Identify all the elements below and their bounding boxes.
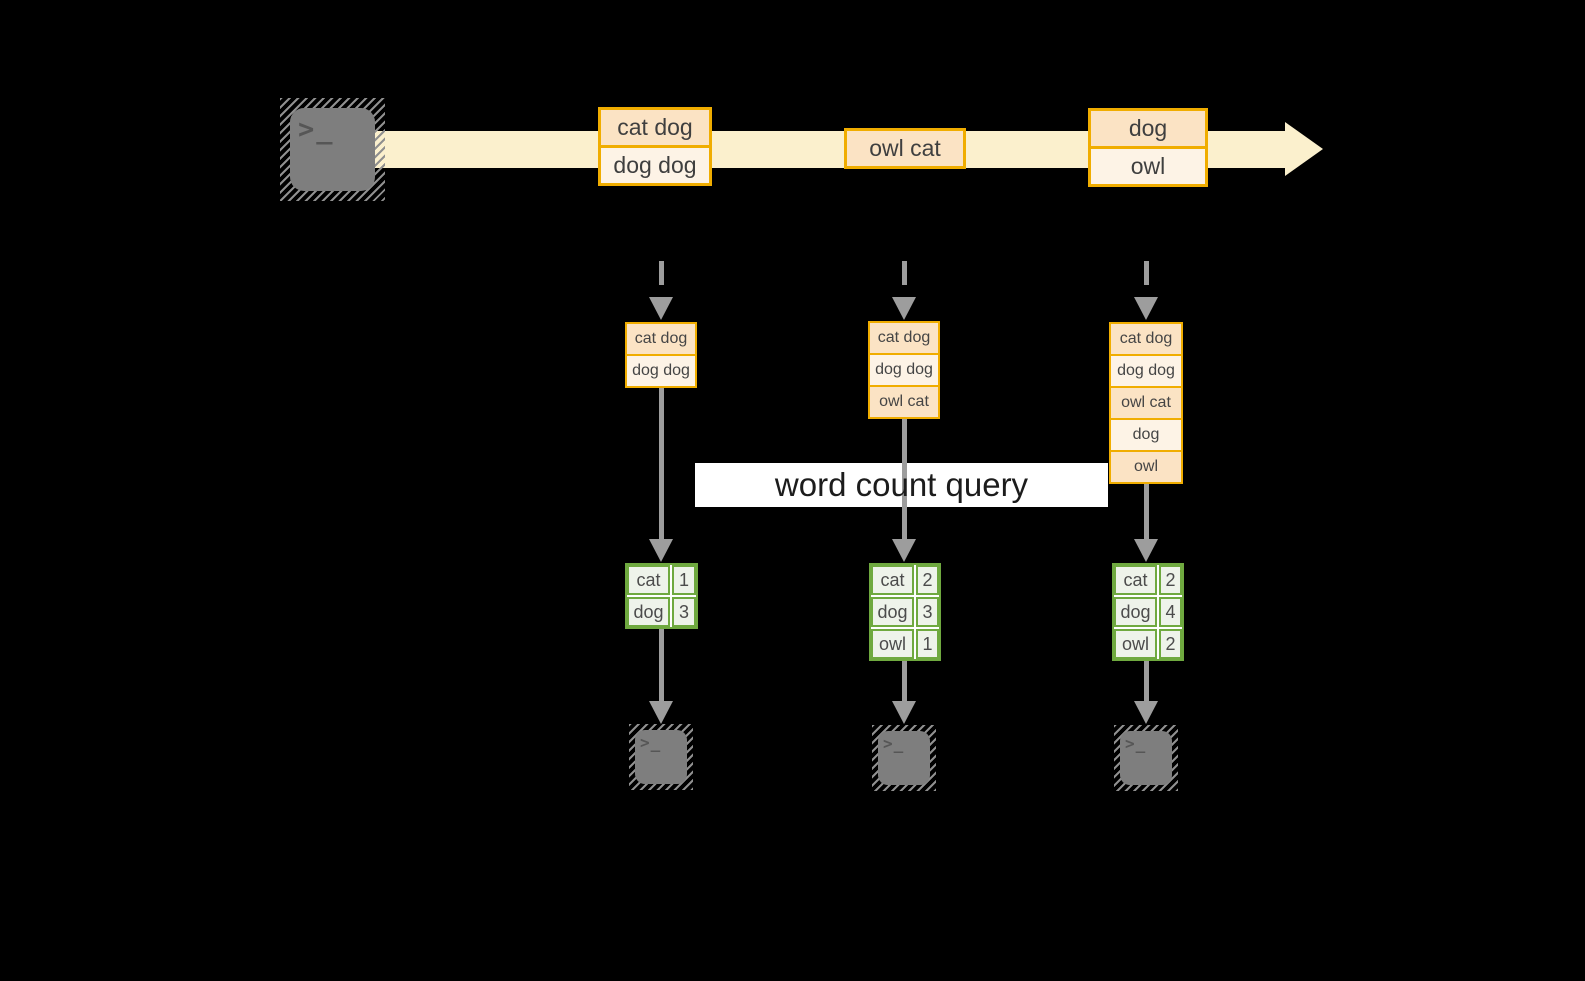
output-terminal-icon-3: >_ <box>1114 725 1178 791</box>
input-row: cat dog <box>870 323 938 353</box>
result-count-cell: 3 <box>672 597 696 627</box>
query-arrowhead-icon <box>1134 539 1158 562</box>
terminal-prompt-icon: >_ <box>1125 734 1147 753</box>
terminal-screen <box>290 108 375 191</box>
input-table-3: cat dog dog dog owl cat dog owl <box>1109 322 1183 484</box>
stream-batch-3: dog owl <box>1088 108 1208 187</box>
query-arrowhead-icon <box>892 539 916 562</box>
batch-to-input-arrowhead-icon <box>1134 297 1158 320</box>
result-word-cell: owl <box>1114 629 1157 659</box>
result-table-2: cat 2 dog 3 owl 1 <box>869 563 941 661</box>
input-table-2: cat dog dog dog owl cat <box>868 321 940 419</box>
input-row: owl <box>1111 452 1181 482</box>
batch-to-input-arrowhead-icon <box>649 297 673 320</box>
input-row: owl cat <box>1111 388 1181 418</box>
input-row: cat dog <box>1111 324 1181 354</box>
stream-timeline-arrowhead-icon <box>1285 122 1323 176</box>
input-row: dog <box>1111 420 1181 450</box>
batch-to-input-arrow-dash <box>902 261 907 285</box>
input-row: dog dog <box>1111 356 1181 386</box>
result-count-cell: 3 <box>916 597 939 627</box>
result-count-cell: 4 <box>1159 597 1182 627</box>
word-count-query-label-box: word count query <box>695 463 1108 507</box>
result-table-1: cat 1 dog 3 <box>625 563 698 629</box>
input-row: dog dog <box>627 356 695 386</box>
input-row: owl cat <box>870 387 938 417</box>
terminal-prompt-icon: >_ <box>640 733 662 752</box>
input-row: dog dog <box>870 355 938 385</box>
terminal-screen <box>878 731 930 785</box>
result-to-output-arrowhead-icon <box>649 701 673 724</box>
batch-line: owl cat <box>847 131 963 166</box>
result-word-cell: dog <box>871 597 914 627</box>
input-row: cat dog <box>627 324 695 354</box>
result-word-cell: cat <box>871 565 914 595</box>
word-count-query-label: word count query <box>774 466 1029 503</box>
result-word-cell: cat <box>1114 565 1157 595</box>
query-arrow-line <box>902 419 907 539</box>
batch-line: dog <box>1091 111 1205 146</box>
batch-line: dog dog <box>601 148 709 183</box>
result-word-cell: dog <box>1114 597 1157 627</box>
terminal-prompt-icon: >_ <box>298 114 335 145</box>
result-word-cell: owl <box>871 629 914 659</box>
terminal-screen <box>1120 731 1172 785</box>
result-count-cell: 1 <box>672 565 696 595</box>
query-arrow-line <box>659 386 664 539</box>
stream-batch-1: cat dog dog dog <box>598 107 712 186</box>
batch-to-input-arrow-dash <box>659 261 664 285</box>
result-word-cell: dog <box>627 597 670 627</box>
stream-batch-2: owl cat <box>844 128 966 169</box>
batch-line: owl <box>1091 149 1205 184</box>
result-count-cell: 1 <box>916 629 939 659</box>
result-to-output-arrow-line <box>1144 661 1149 701</box>
source-terminal-icon: >_ <box>280 98 385 201</box>
terminal-screen <box>635 730 687 784</box>
input-table-1: cat dog dog dog <box>625 322 697 388</box>
result-to-output-arrowhead-icon <box>892 701 916 724</box>
result-table-3: cat 2 dog 4 owl 2 <box>1112 563 1184 661</box>
result-word-cell: cat <box>627 565 670 595</box>
output-terminal-icon-2: >_ <box>872 725 936 791</box>
result-count-cell: 2 <box>1159 565 1182 595</box>
result-to-output-arrow-line <box>902 661 907 701</box>
query-arrowhead-icon <box>649 539 673 562</box>
query-arrow-line <box>1144 482 1149 539</box>
result-count-cell: 2 <box>916 565 939 595</box>
batch-to-input-arrow-dash <box>1144 261 1149 285</box>
batch-line: cat dog <box>601 110 709 145</box>
batch-to-input-arrowhead-icon <box>892 297 916 320</box>
terminal-prompt-icon: >_ <box>883 734 905 753</box>
result-to-output-arrow-line <box>659 629 664 701</box>
output-terminal-icon-1: >_ <box>629 724 693 790</box>
result-to-output-arrowhead-icon <box>1134 701 1158 724</box>
result-count-cell: 2 <box>1159 629 1182 659</box>
